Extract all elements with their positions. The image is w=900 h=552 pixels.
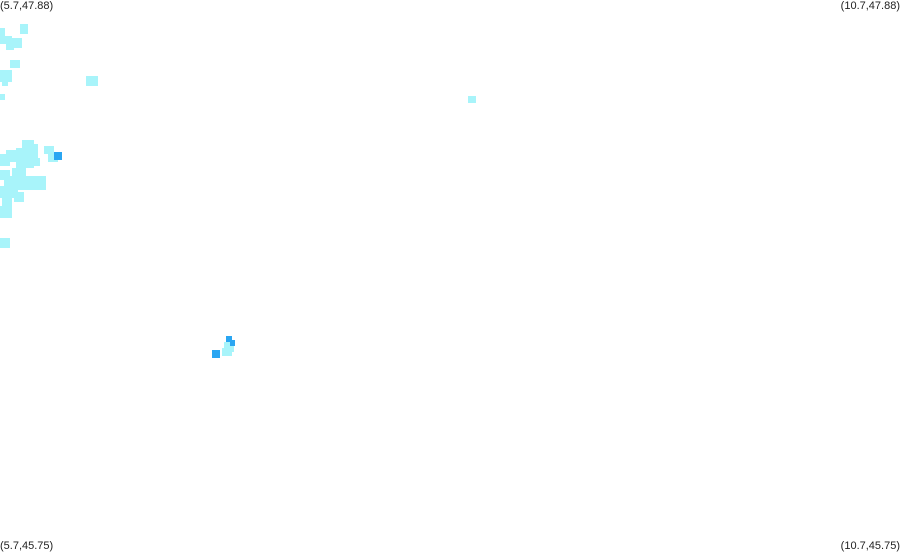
corner-label-top-left: (5.7,47.88) [0,0,54,12]
corner-label-bottom-left: (5.7,45.75) [0,540,54,552]
dark-cell [230,340,235,346]
dark-cell [212,350,220,358]
light-cell [0,70,12,82]
light-cell [44,146,54,154]
light-cell [2,80,8,86]
corner-label-bottom-right: (10.7,45.75) [840,540,900,552]
light-cell [22,140,34,150]
light-cell [10,60,20,68]
light-cell [20,24,28,34]
light-cell [0,94,5,100]
light-cell [86,76,98,86]
light-cell [0,206,12,218]
light-cell [0,170,10,180]
dark-cell [54,152,62,160]
light-cells-layer [0,24,476,356]
light-cell [0,28,5,36]
light-cell [0,186,18,198]
light-cell [0,238,10,248]
dark-cell [226,336,232,342]
light-cell [2,198,12,208]
dark-cells-layer [54,152,235,358]
light-cell [222,348,232,356]
light-cell [0,154,10,166]
light-cell [12,168,26,176]
light-cell [48,152,58,162]
light-cell [14,192,24,202]
light-cell [36,180,46,190]
corner-label-top-right: (10.7,47.88) [840,0,900,12]
light-cell [224,342,234,352]
light-cell [16,148,34,168]
light-cell [6,40,14,50]
light-cell [12,38,22,48]
light-cell [30,158,40,166]
light-cell [468,96,476,103]
